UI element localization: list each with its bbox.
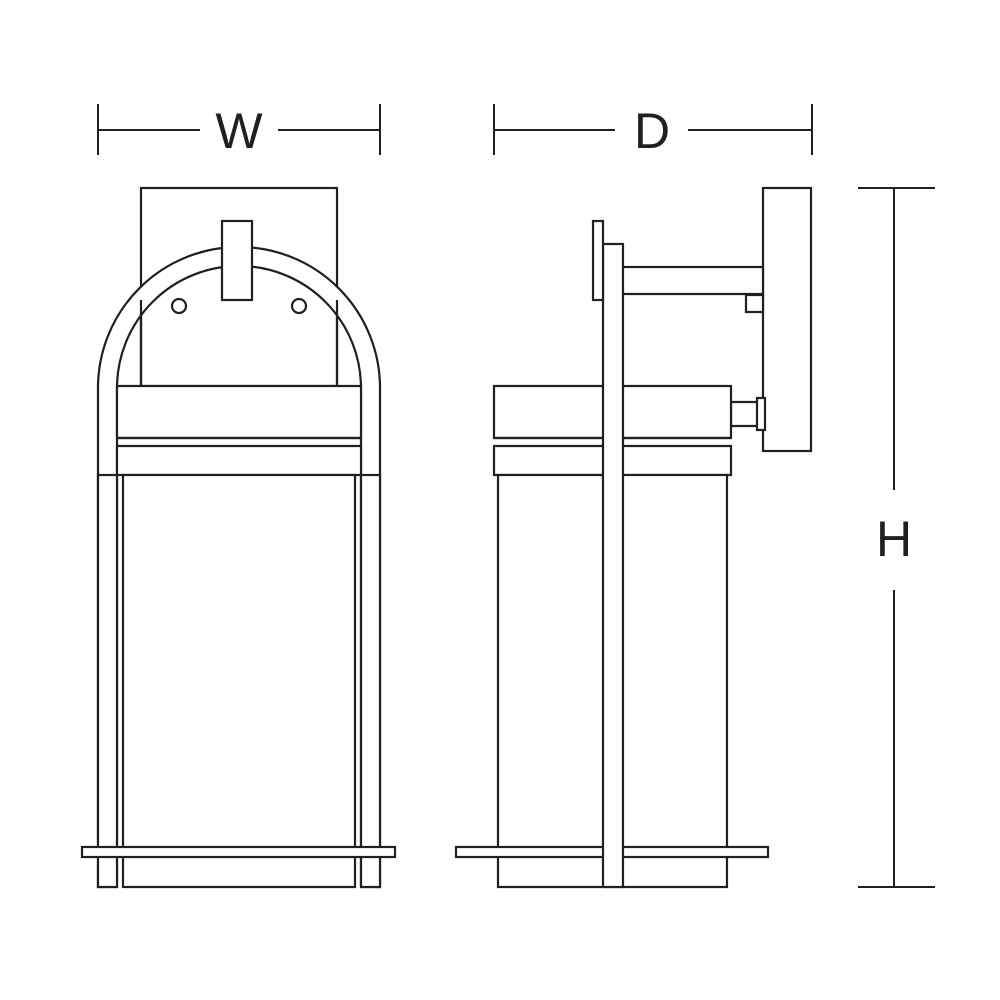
side-arm-tab: [744, 293, 765, 314]
front-view: [80, 186, 397, 889]
side-knob-collar: [755, 396, 767, 432]
backplate-inner: [139, 300, 339, 386]
width-dimension: W: [97, 103, 381, 159]
arch-leg-left: [96, 473, 119, 889]
side-handle-rod: [601, 242, 625, 889]
arch-leg-right: [359, 473, 382, 889]
hanger-bracket: [220, 219, 254, 302]
width-label: W: [215, 103, 263, 159]
screw-left: [170, 297, 188, 315]
side-arm: [618, 265, 765, 296]
screw-right: [290, 297, 308, 315]
side-backplate: [761, 186, 813, 453]
height-label: H: [876, 511, 912, 567]
depth-label: D: [634, 103, 670, 159]
base-ring: [80, 845, 397, 859]
collar-band: [115, 444, 363, 477]
side-bracket-plate: [591, 219, 605, 302]
side-view: [454, 186, 813, 889]
top-cap: [115, 384, 363, 440]
height-dimension: H: [858, 187, 935, 888]
depth-dimension: D: [493, 103, 813, 159]
glass-cylinder: [121, 473, 357, 889]
